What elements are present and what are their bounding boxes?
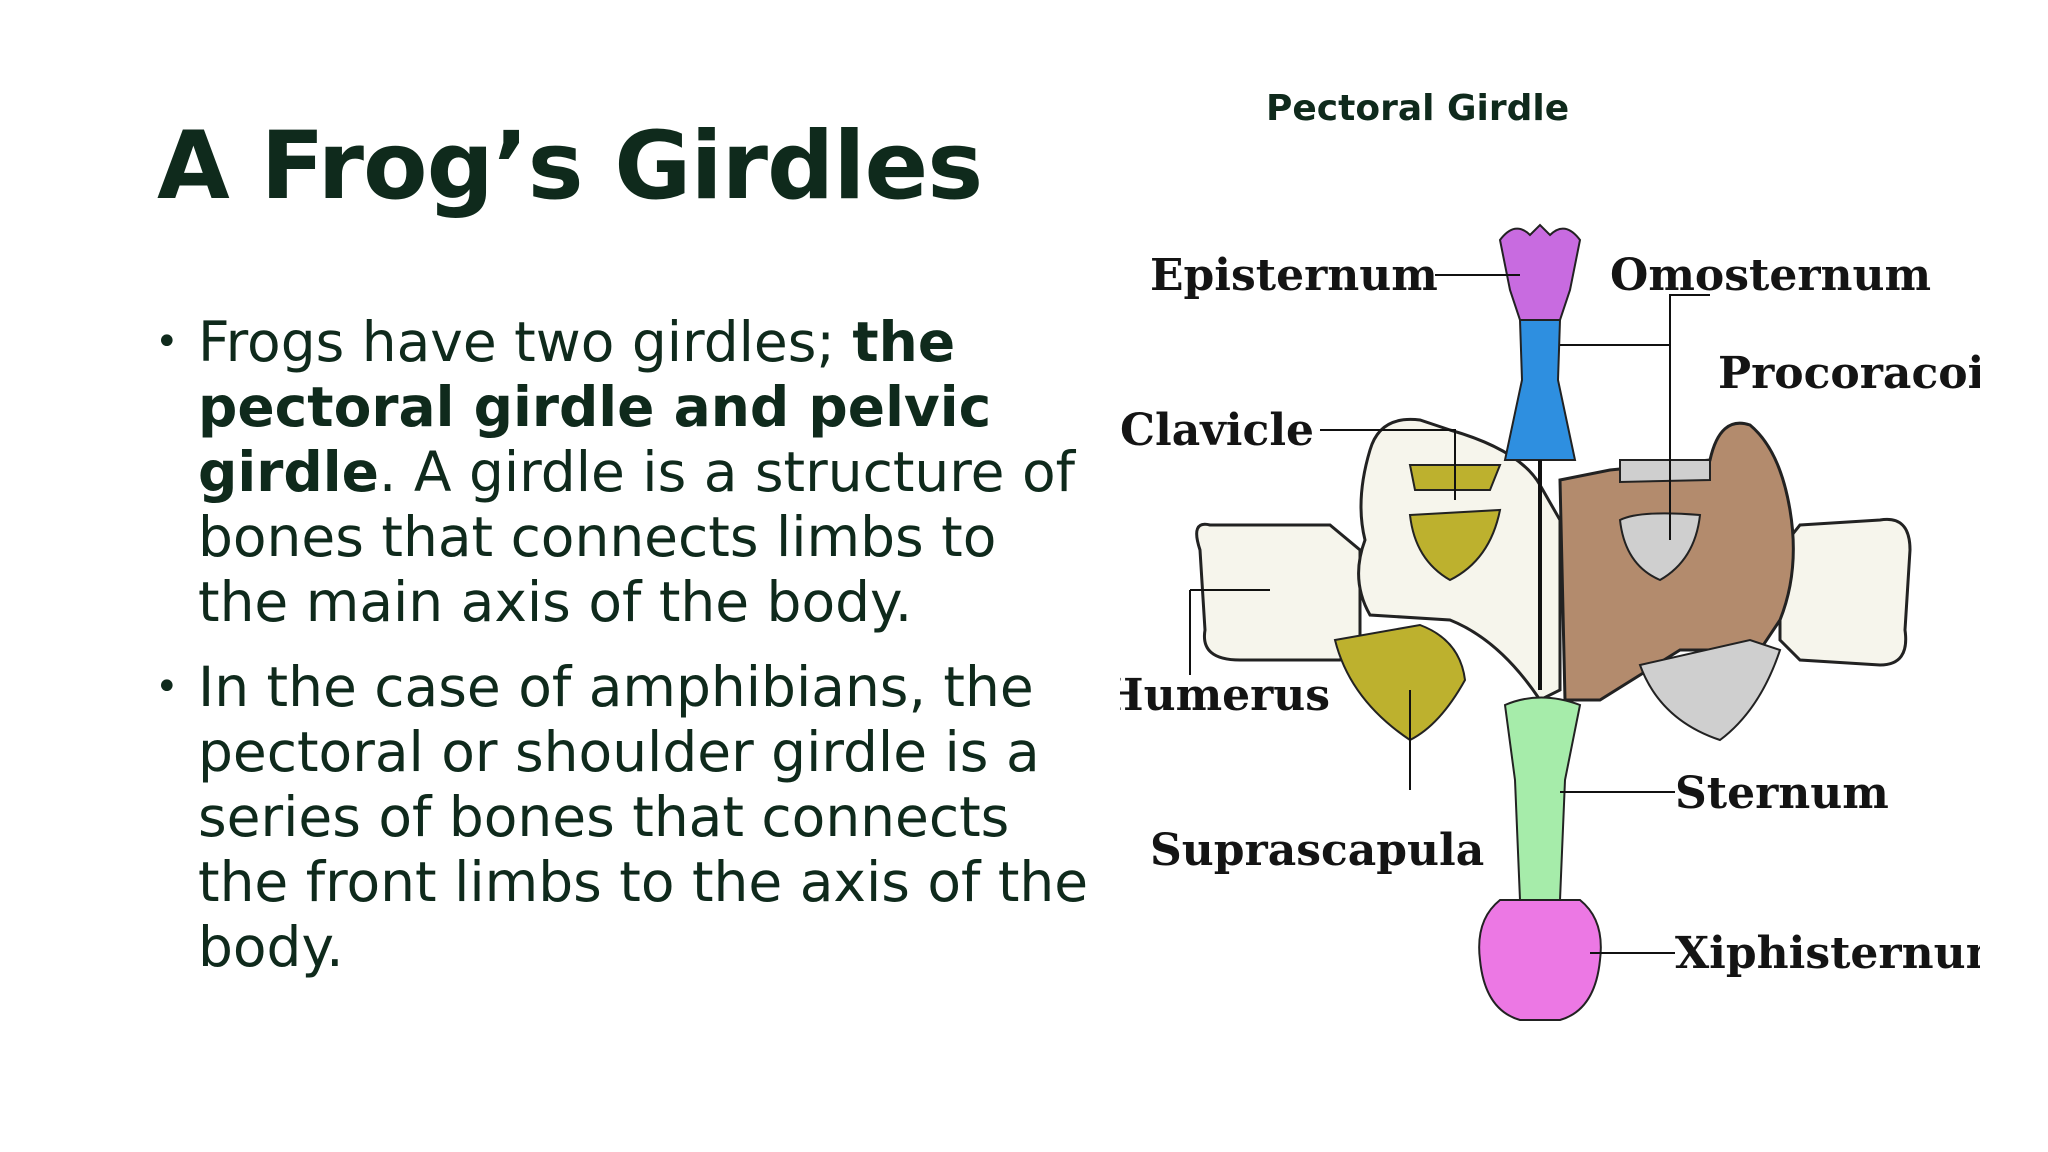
- pectoral-girdle-diagram: Episternum Omosternum Procoracoid Clavic…: [1120, 223, 1980, 1021]
- label-omosternum: Omosternum: [1610, 250, 1931, 301]
- humerus-left-bone: [1195, 522, 1362, 662]
- label-clavicle: Clavicle: [1120, 405, 1314, 456]
- label-humerus: Humerus: [1120, 670, 1330, 721]
- bullet-dot: •: [155, 319, 179, 365]
- bullet-item: • Frogs have two girdles; the pectoral g…: [155, 310, 1095, 635]
- figure-title: Pectoral Girdle: [1266, 88, 1570, 129]
- procoracoid-right-bone: [1619, 459, 1711, 484]
- bullet-text-bold: the pectoral girdle and pelvic girdle: [198, 310, 992, 504]
- omosternum-bone: [1503, 319, 1577, 461]
- humerus-right-bone: [1778, 517, 1912, 667]
- bullet-text-start: Frogs have two girdles;: [198, 310, 853, 374]
- bullet-text-end: . A girdle is a structure of bones that …: [198, 440, 1075, 634]
- bullet-item: • In the case of amphibians, the pectora…: [155, 655, 1095, 980]
- suprascapula-left-bone: [1333, 623, 1467, 742]
- clavicle-left-lower: [1408, 508, 1502, 582]
- bullet-dot: •: [155, 664, 179, 710]
- episternum-bone: [1498, 223, 1582, 321]
- bullet-list: • Frogs have two girdles; the pectoral g…: [155, 310, 1095, 1000]
- slide-title: A Frog’s Girdles: [157, 112, 983, 221]
- label-sternum: Sternum: [1675, 768, 1889, 819]
- label-suprascapula: Suprascapula: [1150, 825, 1484, 876]
- bullet-text: In the case of amphibians, the pectoral …: [198, 655, 1089, 979]
- procoracoid-right-lower: [1618, 512, 1702, 582]
- label-xiphisternum: Xiphisternum: [1675, 928, 1980, 979]
- suprascapula-right-bone: [1638, 638, 1782, 742]
- label-episternum: Episternum: [1150, 250, 1438, 301]
- sternum-bone: [1503, 696, 1582, 901]
- label-procoracoid: Procoracoid: [1718, 348, 1980, 399]
- leader-lines: [1189, 274, 1710, 954]
- xiphisternum-bone: [1478, 899, 1602, 1021]
